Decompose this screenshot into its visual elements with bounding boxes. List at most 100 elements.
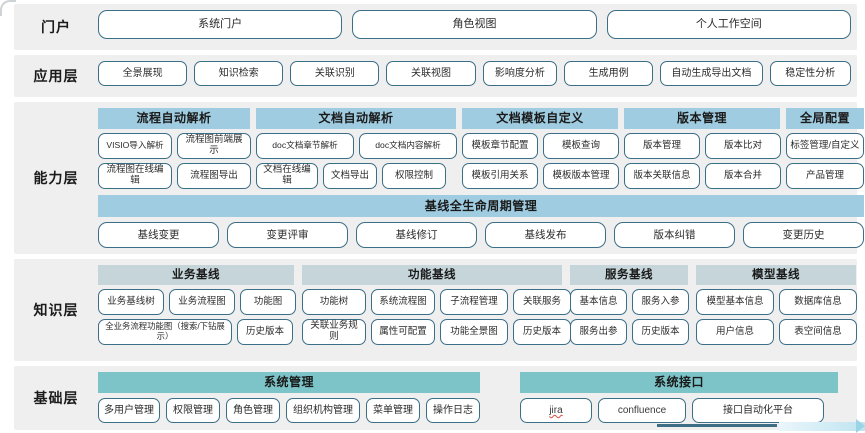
capability-item-0-0-0[interactable]: VISIO导入解析 — [98, 133, 172, 159]
pill-label: 变更历史 — [782, 228, 825, 241]
capability-item-1-0-0[interactable]: doc文档章节解析 — [256, 133, 354, 159]
base-item-0-5[interactable]: 操作日志 — [426, 398, 480, 423]
base-item-1-1[interactable]: confluence — [598, 398, 686, 423]
capability-item-0-1-0[interactable]: 流程图在线编辑 — [98, 163, 172, 189]
layer-label-application: 应用层 — [33, 68, 79, 84]
capability-item-3-1-0[interactable]: 版本关联信息 — [624, 163, 700, 189]
capability-item-4-0-0[interactable]: 标签管理/自定义 — [786, 133, 864, 159]
pill-label: 权限控制 — [394, 169, 433, 181]
knowledge-item-1-0-0[interactable]: 功能树 — [302, 289, 366, 315]
pill-label: 功能树 — [319, 295, 349, 307]
knowledge-item-1-0-1[interactable]: 系统流程图 — [371, 289, 435, 315]
application-item-1[interactable]: 知识检索 — [194, 61, 284, 86]
application-item-2[interactable]: 关联识别 — [290, 61, 380, 86]
lifecycle-item-3[interactable]: 基线发布 — [485, 222, 606, 248]
knowledge-group-header: 功能基线 — [302, 265, 562, 285]
pill-label: 组织机构管理 — [293, 404, 353, 416]
capability-item-1-1-0[interactable]: 文档在线编辑 — [256, 163, 318, 189]
base-item-1-2[interactable]: 接口自动化平台 — [692, 398, 824, 423]
pill-label: 基线变更 — [137, 228, 180, 241]
base-item-0-2[interactable]: 角色管理 — [226, 398, 280, 423]
capability-group-line: 标签管理/自定义 — [786, 133, 864, 159]
capability-item-3-0-1[interactable]: 版本比对 — [705, 133, 781, 159]
capability-item-1-0-1[interactable]: doc文档内容解析 — [359, 133, 457, 159]
knowledge-item-3-0-1[interactable]: 数据库信息 — [779, 289, 857, 315]
knowledge-group-header: 模型基线 — [696, 265, 856, 285]
pill-label: 模板引用关系 — [471, 169, 529, 181]
pill-label: 关联业务规则 — [310, 320, 358, 342]
knowledge-item-1-1-2[interactable]: 功能全景图 — [440, 319, 508, 345]
portal-item-1[interactable]: 角色视图 — [352, 10, 597, 39]
pill-label: 表空间信息 — [794, 325, 842, 337]
knowledge-item-1-1-3[interactable]: 历史版本 — [513, 319, 571, 345]
pill-label: 模板章节配置 — [471, 139, 529, 151]
capability-item-1-1-1[interactable]: 文档导出 — [323, 163, 377, 189]
pill-label: 模板查询 — [561, 139, 600, 151]
capability-group-header: 文档模板自定义 — [462, 108, 618, 129]
knowledge-item-1-0-3[interactable]: 关联服务 — [513, 289, 571, 315]
pill-label: 版本管理 — [642, 139, 681, 151]
knowledge-item-3-0-0[interactable]: 模型基本信息 — [696, 289, 774, 315]
application-item-0[interactable]: 全景展现 — [98, 61, 188, 86]
knowledge-item-0-1-1[interactable]: 历史版本 — [237, 319, 293, 345]
knowledge-item-3-1-0[interactable]: 用户信息 — [696, 319, 774, 345]
capability-item-3-1-1[interactable]: 版本合并 — [705, 163, 781, 189]
base-item-1-0[interactable]: jira — [520, 398, 592, 423]
knowledge-item-1-1-1[interactable]: 属性可配置 — [371, 319, 435, 345]
capability-item-0-0-1[interactable]: 流程图前端展示 — [177, 133, 251, 159]
pill-label: 流程图在线编辑 — [106, 164, 164, 186]
knowledge-item-2-0-0[interactable]: 基本信息 — [570, 289, 627, 315]
portal-item-2[interactable]: 个人工作空间 — [606, 10, 851, 39]
lifecycle-item-2[interactable]: 基线修订 — [356, 222, 477, 248]
knowledge-item-2-0-1[interactable]: 服务入参 — [632, 289, 689, 315]
capability-item-2-0-0[interactable]: 模板章节配置 — [462, 133, 538, 159]
application-item-7[interactable]: 稳定性分析 — [769, 61, 851, 86]
capability-group-line: 版本关联信息版本合并 — [624, 163, 781, 189]
application-item-5[interactable]: 生成用例 — [564, 61, 654, 86]
pill-label: 功能图 — [253, 295, 283, 307]
knowledge-item-1-0-2[interactable]: 子流程管理 — [440, 289, 508, 315]
capability-item-3-0-0[interactable]: 版本管理 — [624, 133, 700, 159]
base-item-0-1[interactable]: 权限管理 — [166, 398, 220, 423]
base-group-header: 系统接口 — [520, 372, 838, 393]
base-item-0-0[interactable]: 多用户管理 — [98, 398, 160, 423]
knowledge-item-2-1-0[interactable]: 服务出参 — [570, 319, 627, 345]
lifecycle-item-1[interactable]: 变更评审 — [227, 222, 348, 248]
capability-item-2-1-0[interactable]: 模板引用关系 — [462, 163, 538, 189]
layer-body-knowledge: 业务基线业务基线树业务流程图功能图全业务流程功能图（搜索/下钻展示）历史版本功能… — [98, 259, 862, 361]
capability-item-4-1-0[interactable]: 产品管理 — [786, 163, 864, 189]
pill-label: 全业务流程功能图（搜索/下钻展示） — [105, 321, 225, 341]
capability-group-line: VISIO导入解析流程图前端展示 — [98, 133, 251, 159]
lifecycle-item-4[interactable]: 版本纠错 — [614, 222, 735, 248]
lifecycle-item-5[interactable]: 变更历史 — [743, 222, 864, 248]
knowledge-item-1-1-0[interactable]: 关联业务规则 — [302, 319, 366, 345]
capability-item-2-1-1[interactable]: 模板版本管理 — [543, 163, 619, 189]
capability-group-line: 流程图在线编辑流程图导出 — [98, 163, 251, 189]
capability-item-0-1-1[interactable]: 流程图导出 — [177, 163, 251, 189]
base-item-0-4[interactable]: 菜单管理 — [366, 398, 420, 423]
knowledge-item-2-1-1[interactable]: 历史版本 — [632, 319, 689, 345]
layer-label-base: 基础层 — [33, 390, 79, 406]
application-item-6[interactable]: 自动生成导出文档 — [660, 61, 763, 86]
pill-label: 多用户管理 — [104, 404, 154, 416]
knowledge-item-3-1-1[interactable]: 表空间信息 — [779, 319, 857, 345]
application-item-4[interactable]: 影响度分析 — [482, 61, 558, 86]
knowledge-item-0-0-0[interactable]: 业务基线树 — [98, 289, 164, 315]
knowledge-item-0-0-1[interactable]: 业务流程图 — [169, 289, 235, 315]
lifecycle-item-0[interactable]: 基线变更 — [98, 222, 219, 248]
portal-item-0[interactable]: 系统门户 — [98, 10, 343, 39]
capability-item-2-0-1[interactable]: 模板查询 — [543, 133, 619, 159]
capability-item-1-1-2[interactable]: 权限控制 — [382, 163, 446, 189]
base-item-0-3[interactable]: 组织机构管理 — [286, 398, 360, 423]
knowledge-group-line: 服务出参历史版本 — [570, 319, 689, 345]
knowledge-item-0-1-0[interactable]: 全业务流程功能图（搜索/下钻展示） — [98, 319, 232, 345]
application-item-3[interactable]: 关联视图 — [386, 61, 476, 86]
capability-group-line: 模板章节配置 模板查询 — [462, 133, 619, 159]
knowledge-item-0-0-2[interactable]: 功能图 — [240, 289, 296, 315]
capability-group-header: 全局配置 — [786, 108, 864, 129]
pill-label: 基线修订 — [395, 228, 438, 241]
knowledge-group-list: 业务基线业务基线树业务流程图功能图全业务流程功能图（搜索/下钻展示）历史版本功能… — [98, 265, 857, 345]
